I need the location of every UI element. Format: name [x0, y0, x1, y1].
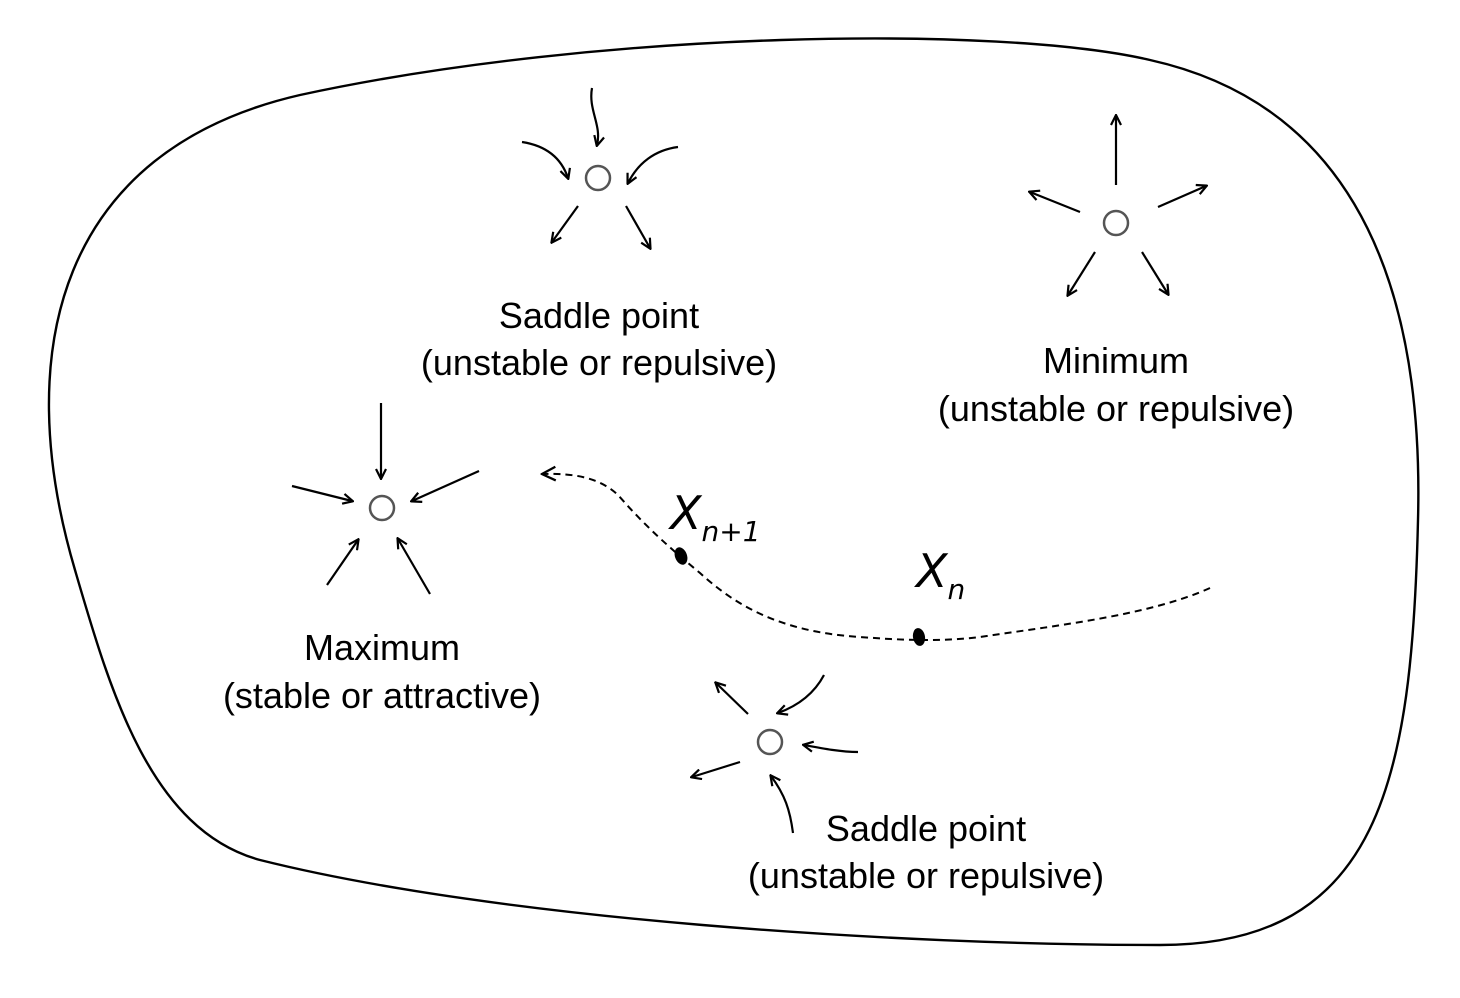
- minimum-subtitle: (unstable or repulsive): [938, 388, 1294, 429]
- x-n-plus-1-label: Xn+1: [668, 486, 761, 548]
- saddle-top-title: Saddle point: [499, 295, 699, 336]
- x-n-label: Xn: [914, 544, 965, 606]
- saddle-top-subtitle: (unstable or repulsive): [421, 342, 777, 383]
- saddle-bottom-subtitle: (unstable or repulsive): [748, 855, 1104, 896]
- saddle-point-bottom-node: [756, 728, 784, 756]
- x-n-plus-1-base: X: [668, 486, 703, 540]
- x-n-sub: n: [948, 573, 966, 606]
- domain-boundary: [47, 37, 1420, 947]
- trajectory-path: [543, 474, 1211, 642]
- minimum-title: Minimum: [1043, 340, 1189, 381]
- x-n-plus-1-sub: n+1: [702, 515, 761, 548]
- minimum-node: [1102, 209, 1130, 237]
- saddle-bottom-title: Saddle point: [826, 808, 1026, 849]
- point-x-n-plus-1: [674, 547, 688, 565]
- maximum-point: [291, 403, 480, 595]
- saddle-point-top: [521, 87, 679, 248]
- saddle-point-bottom: [692, 674, 859, 834]
- maximum-subtitle: (stable or attractive): [223, 675, 541, 716]
- maximum-node: [368, 494, 396, 522]
- point-x-n: [912, 628, 926, 646]
- minimum-point: [1030, 116, 1206, 295]
- x-n-base: X: [914, 544, 949, 598]
- saddle-point-top-node: [584, 164, 612, 192]
- maximum-title: Maximum: [304, 627, 460, 668]
